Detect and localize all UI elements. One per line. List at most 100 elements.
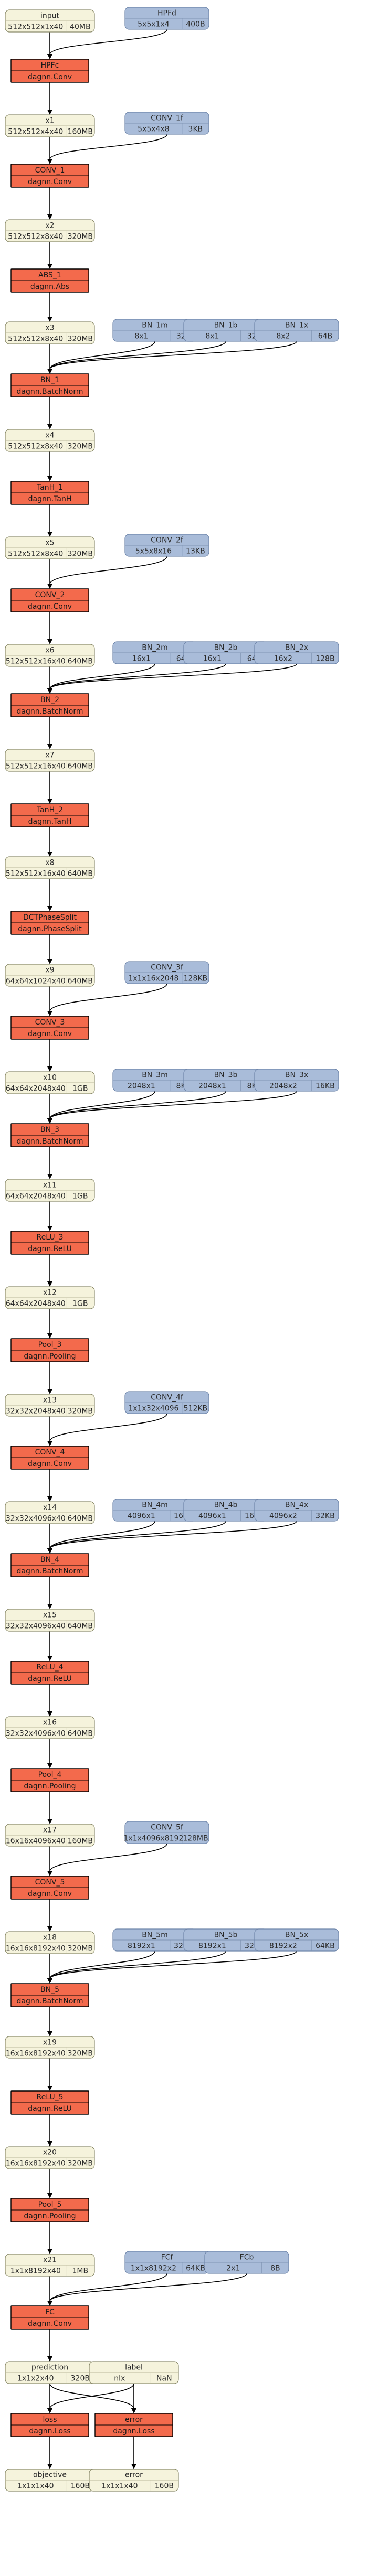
arrowhead-icon	[47, 264, 52, 269]
node-memory: 400B	[186, 20, 205, 29]
edge-bn-5x-to-bn-5	[47, 1950, 297, 1984]
node-label: TanH_2	[36, 806, 63, 814]
node-bn-2m[interactable]: BN_2m16x164B	[112, 641, 197, 664]
node-label: x1	[45, 117, 54, 125]
edge-bn-1-to-x4	[47, 397, 52, 429]
edge-line	[49, 1521, 155, 1549]
edge-bn-4x-to-bn-4	[47, 1521, 297, 1554]
node-bn-1b[interactable]: BN_1b8x132B	[183, 319, 268, 342]
node-memory: 320MB	[68, 335, 93, 343]
node-bn-2b[interactable]: BN_2b16x164B	[183, 641, 268, 664]
node-label: FC	[45, 2308, 55, 2316]
edge-fcb-to-fc	[47, 2273, 247, 2306]
node-size: 512x512x4x40	[8, 128, 63, 136]
node-size: 16x1	[132, 655, 151, 663]
edge-bn-2x-to-bn-2	[47, 663, 297, 694]
node-fc[interactable]: FC dagnn.Conv	[10, 2305, 89, 2330]
node-size: 32x32x4096x40	[6, 1515, 66, 1523]
edge-conv-5-to-x18	[47, 1899, 52, 1932]
arrowhead-icon	[131, 2464, 136, 2469]
node-memory: 640MB	[68, 1515, 93, 1523]
node-label: BN_4b	[214, 1501, 238, 1510]
arrowhead-icon	[47, 159, 52, 164]
arrowhead-icon	[47, 2031, 52, 2036]
arrowhead-icon	[47, 799, 52, 804]
node-label: x3	[45, 324, 54, 332]
arrowhead-icon	[47, 1871, 52, 1876]
node-memory: 64B	[318, 332, 332, 341]
node-label: x11	[43, 1181, 57, 1190]
node-size: 512x512x16x40	[6, 658, 66, 666]
node-bn-1m[interactable]: BN_1m8x132B	[112, 319, 197, 342]
node-type: dagnn.Conv	[28, 2320, 72, 2328]
edge-relu-4-to-x16	[47, 1684, 52, 1717]
node-label: BN_5	[40, 1986, 59, 1994]
